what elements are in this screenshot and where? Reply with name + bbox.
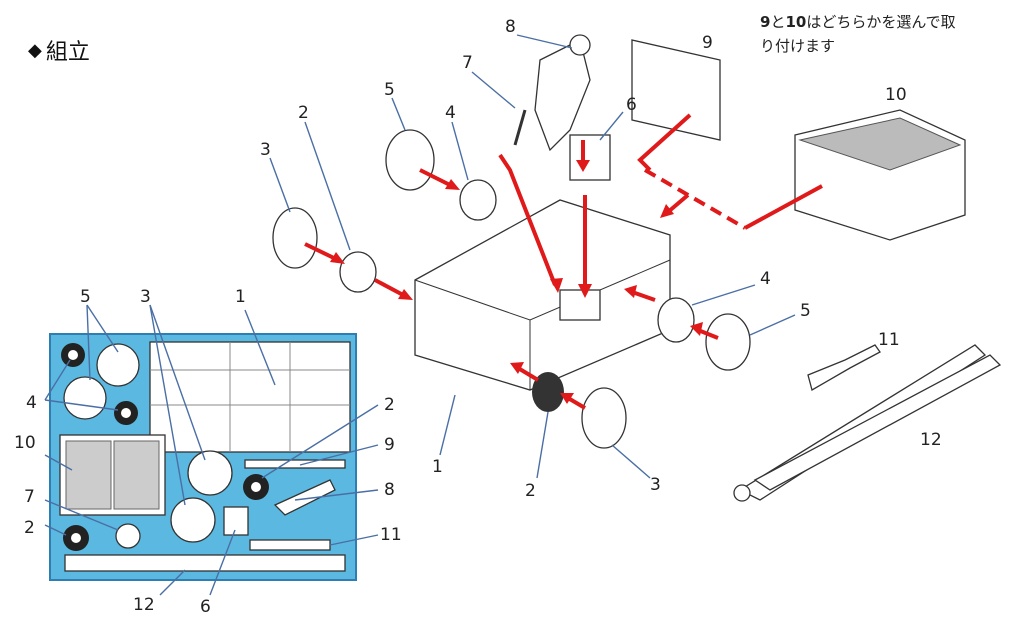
parts-runner [49,333,357,581]
note-line2: り付けます [760,37,836,55]
label-5b: 5 [800,301,811,321]
steering-7 [513,109,527,146]
panel-9 [631,39,721,141]
arrow-2-to-chassis [374,278,406,298]
runner-label-5: 5 [80,287,91,307]
runner-tire-3b [170,497,216,543]
runner-label-8: 8 [384,480,395,500]
assembly-labels: 1 2 3 4 5 6 7 8 9 10 4 5 2 3 11 12 [260,17,942,501]
label-4: 4 [445,103,456,123]
exploded-assembly [272,34,1002,502]
label-4b: 4 [760,269,771,289]
arrow-panel-9 [637,113,692,172]
label-2b: 2 [525,481,536,501]
handle-11 [807,344,881,391]
label-8: 8 [505,17,516,37]
tire-3 [272,207,318,269]
arrow-5-to-4 [419,168,453,188]
title-text: 組立 [45,40,90,65]
label-5: 5 [384,80,395,100]
runner-labels: 5 3 1 4 10 7 2 2 9 8 11 12 6 [14,287,402,617]
runner-part-9 [244,459,346,469]
label-9: 9 [702,33,713,53]
driver-figure-8 [534,39,591,152]
runner-wheel-7 [115,523,141,549]
wheel-hub-4 [459,179,497,221]
runner-label-2b: 2 [384,395,395,415]
runner-seat-6 [223,506,249,536]
assembly-arrows [304,113,823,410]
arrow-5b [697,328,719,340]
runner-leaders [44,304,379,596]
note-part-a: 9 [760,13,771,31]
runner-tire-3a [187,450,233,496]
assembly-leaders [269,34,796,479]
label-3b: 3 [650,475,661,495]
assembly-note: 9と10はどちらかを選んで取 り付けます [760,10,1020,58]
runner-label-12: 12 [133,595,155,615]
arrow-3-to-2 [304,242,339,262]
tire-3b [581,387,627,449]
wheel-2b [532,372,564,412]
arrow-panel-10 [744,184,823,230]
label-3: 3 [260,140,271,160]
runner-figure-8 [273,479,336,516]
label-12: 12 [920,430,942,450]
arrow-2b [516,366,540,382]
runner-handle-11 [249,539,331,551]
label-6: 6 [626,95,637,115]
label-2: 2 [298,103,309,123]
label-1: 1 [432,457,443,477]
tire-5b [705,313,751,371]
arrow-4b [631,290,656,302]
arrow-steering [498,153,557,286]
note-mid: と [770,13,786,31]
wheel-hub-4b [657,297,695,343]
page-title: ◆ 組立 [28,34,90,66]
runner-label-9: 9 [384,435,395,455]
runner-tire-5b [63,376,107,420]
seat-6 [569,134,611,181]
wheel-hub-2 [339,251,377,293]
runner-arm-12 [64,554,346,572]
arrow-dashed [643,168,747,230]
label-10: 10 [885,85,907,105]
runner-label-4: 4 [26,393,37,413]
runner-label-3: 3 [140,287,151,307]
runner-chassis-part [149,341,351,453]
runner-tire-5a [96,343,140,387]
diamond-bullet-icon: ◆ [28,39,42,61]
runner-label-2a: 2 [24,518,35,538]
arrow-3b [566,396,587,410]
runner-label-10: 10 [14,433,36,453]
label-11: 11 [878,330,900,350]
label-7: 7 [462,53,473,73]
runner-label-1: 1 [235,287,246,307]
tire-5 [385,129,435,191]
runner-label-7: 7 [24,487,35,507]
runner-label-6: 6 [200,597,211,617]
note-rest: はどちらかを選んで取 [806,13,956,31]
runner-label-11: 11 [380,525,402,545]
note-part-b: 10 [785,13,807,31]
